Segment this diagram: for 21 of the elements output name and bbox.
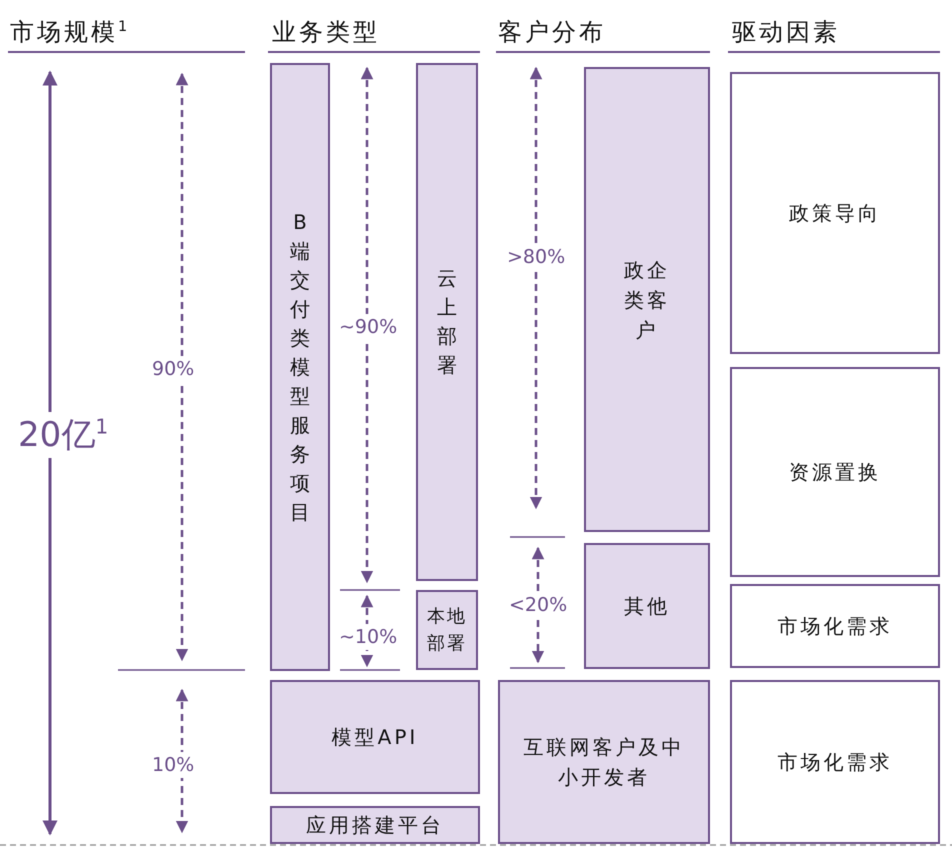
driver-box: 资源置换: [730, 367, 940, 577]
column-heading: 业务类型: [272, 17, 380, 48]
column-heading: 驱动因素: [732, 17, 840, 48]
driver-box: 市场化需求: [730, 584, 940, 668]
column-heading: 市场规模$^{1}$: [10, 17, 130, 48]
api-box: 模型API: [270, 680, 480, 794]
percentage-label: ~90%: [339, 314, 398, 340]
column-heading: 客户分布: [498, 17, 606, 48]
percentage-label: 10%: [152, 752, 194, 778]
percentage-label: 90%: [152, 356, 194, 382]
local-deploy-box: 本地部署: [416, 590, 478, 670]
customer-box: 其他: [584, 543, 710, 669]
customer-box: 政企类客户: [584, 67, 710, 532]
driver-box: 市场化需求: [730, 680, 940, 844]
percentage-label: ~10%: [339, 624, 398, 650]
driver-box: 政策导向: [730, 72, 940, 354]
market-size-value: 20亿$^{1}$: [18, 412, 108, 458]
cloud-deploy-box: 云上部署: [416, 63, 478, 581]
customer-box: 互联网客户及中小开发者: [498, 680, 710, 844]
platform-box: 应用搭建平台: [270, 806, 480, 844]
project-box: B端交付类模型服务项目: [270, 63, 330, 671]
